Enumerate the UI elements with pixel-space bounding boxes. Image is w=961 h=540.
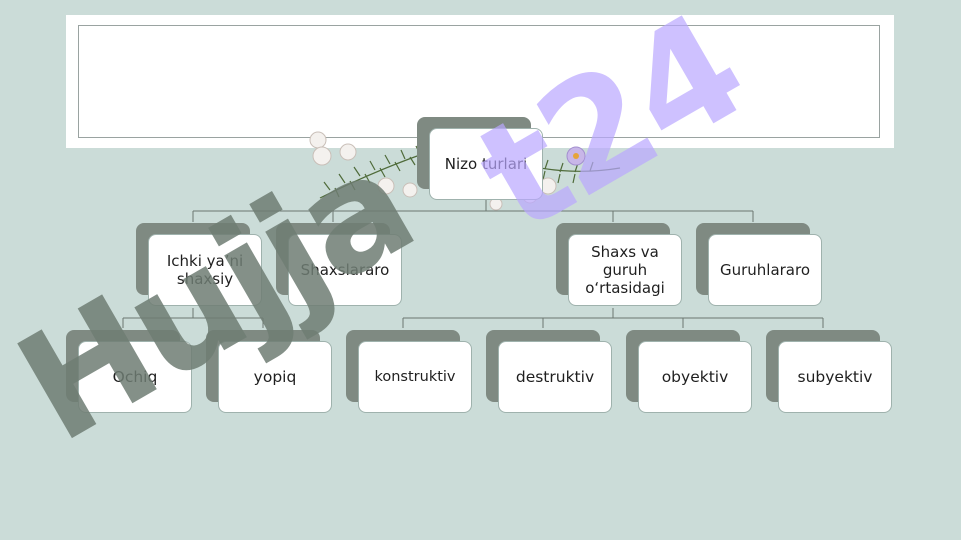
node-label: yopiq bbox=[218, 341, 332, 413]
node-label: Guruhlararo bbox=[708, 234, 822, 306]
node-label: Ichki ya’ni shaxsiy bbox=[148, 234, 262, 306]
node-label: Shaxslararo bbox=[288, 234, 402, 306]
node-label: Shaxs va guruh o‘rtasidagi bbox=[568, 234, 682, 306]
node-label: Nizo turlari bbox=[429, 128, 543, 200]
node-label: Ochiq bbox=[78, 341, 192, 413]
node-label: destruktiv bbox=[498, 341, 612, 413]
node-label: konstruktiv bbox=[358, 341, 472, 413]
node-label: subyektiv bbox=[778, 341, 892, 413]
node-label: obyektiv bbox=[638, 341, 752, 413]
